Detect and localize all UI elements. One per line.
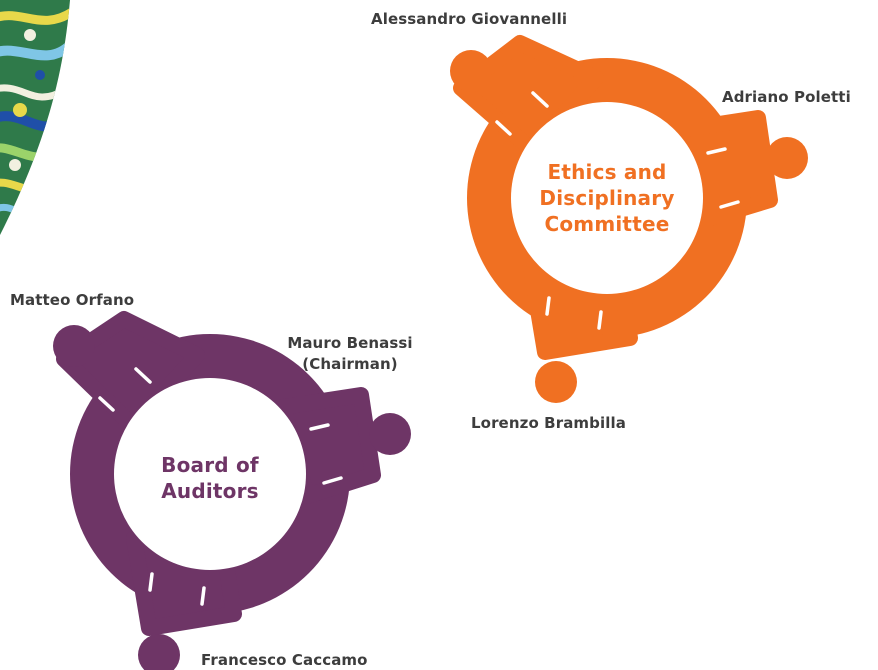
auditors-member-dot-top [53,325,95,367]
auditors-seat-mark [200,586,206,606]
member-name-ethics-bottom: Lorenzo Brambilla [471,414,626,432]
ethics-seat-mark [597,310,603,330]
ethics-title-line: Ethics and [547,160,667,184]
auditors-seat-mark [322,476,343,485]
auditors-seat-mark [309,423,330,431]
ethics-seat-mark [495,120,512,136]
member-name-auditors-right: Mauro Benassi (Chairman) [270,333,430,375]
member-name-auditors-top: Matteo Orfano [10,291,135,309]
member-name-auditors-bottom: Francesco Caccamo [201,651,368,669]
ethics-seat-top [453,35,604,158]
ethics-committee-title: Ethics and Disciplinary Committee [517,159,697,237]
auditors-title-line: Board of [161,453,259,477]
member-name-ethics-right: Adriano Poletti [722,88,851,106]
auditors-inner-circle [114,378,306,570]
ethics-seat-mark [719,200,740,209]
auditors-seat-mark [148,572,154,592]
auditors-title: Board of Auditors [130,452,290,504]
ethics-inner-circle [511,102,703,294]
ethics-seat-mark [531,91,549,108]
auditors-seat-top [56,311,205,434]
auditors-title-line: Auditors [161,479,259,503]
auditors-member-dot-bottom [138,634,180,670]
member-role: (Chairman) [302,355,398,373]
auditors-seat-mark [98,396,115,412]
ethics-title-line: Disciplinary [539,186,675,210]
ethics-member-dot-bottom [535,361,577,403]
ethics-title-line: Committee [544,212,670,236]
ethics-seat-mark [706,147,727,155]
auditors-seat-mark [134,367,152,384]
ethics-member-dot-right [766,137,808,179]
member-name-line: Mauro Benassi [287,334,413,352]
member-name-ethics-top: Alessandro Giovannelli [371,10,568,28]
ethics-seat-mark [545,296,551,316]
auditors-member-dot-right [369,413,411,455]
ethics-member-dot-top [450,50,492,92]
